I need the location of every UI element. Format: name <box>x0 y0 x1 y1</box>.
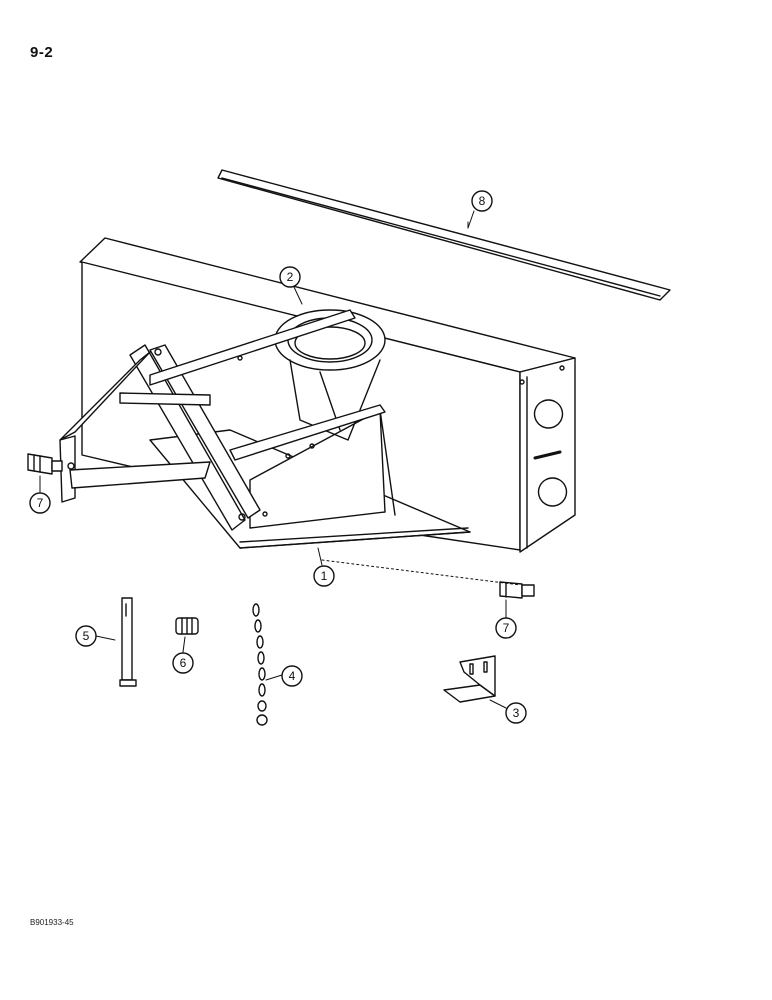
pin-right <box>499 581 535 599</box>
svg-text:5: 5 <box>83 629 90 643</box>
svg-text:6: 6 <box>180 656 187 670</box>
scraper-bar <box>217 169 671 301</box>
callout-1: 1 <box>313 565 335 587</box>
callout-8: 8 <box>471 190 493 212</box>
chain <box>252 603 268 726</box>
spring <box>175 617 199 635</box>
callout-4: 4 <box>281 665 303 687</box>
strap <box>119 597 137 687</box>
pin-left <box>27 453 63 475</box>
callout-2: 2 <box>279 266 301 288</box>
hitch-frame <box>59 309 386 531</box>
svg-text:3: 3 <box>513 706 520 720</box>
callout-7-right: 7 <box>495 617 517 639</box>
callout-5: 5 <box>75 625 97 647</box>
svg-text:7: 7 <box>503 621 510 635</box>
page-number: 9-2 <box>30 44 54 61</box>
callout-7-left: 7 <box>29 492 51 514</box>
callout-6: 6 <box>172 652 194 674</box>
svg-text:7: 7 <box>37 496 44 510</box>
callout-3: 3 <box>505 702 527 724</box>
figure-id: B901933-45 <box>30 918 74 927</box>
clip <box>443 655 496 703</box>
svg-text:2: 2 <box>287 270 294 284</box>
svg-text:8: 8 <box>479 194 486 208</box>
blower-housing <box>79 237 576 553</box>
svg-text:4: 4 <box>289 669 296 683</box>
svg-text:1: 1 <box>321 569 328 583</box>
leader-lines <box>39 210 521 709</box>
